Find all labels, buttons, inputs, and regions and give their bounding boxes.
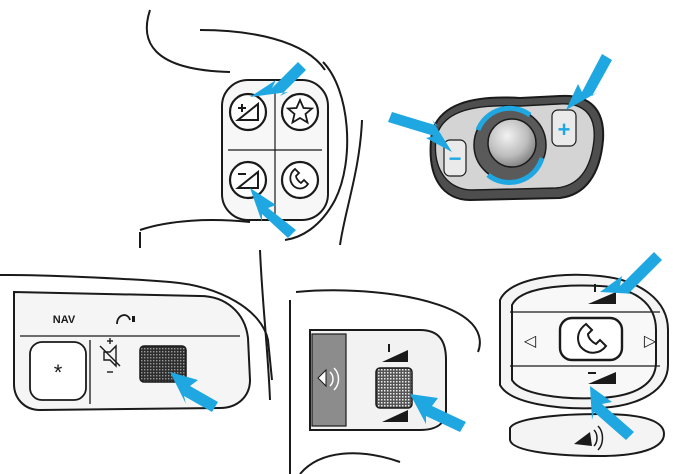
panel-bottom-right <box>499 273 669 458</box>
left-label: ◁ <box>524 333 537 350</box>
plus-label: + <box>558 117 571 142</box>
nav-label: NAV <box>53 314 76 326</box>
volume-up-button[interactable] <box>588 284 616 304</box>
seek-left-button[interactable]: ◁ <box>524 333 537 350</box>
wheel-outline <box>145 9 231 73</box>
phone-button[interactable] <box>280 160 320 200</box>
arrow-pointer <box>388 112 452 152</box>
minus-label: − <box>449 146 462 171</box>
voice-command-icon <box>574 425 604 451</box>
wheel-outline <box>339 119 363 246</box>
volume-up-icon <box>235 101 259 121</box>
voice-command-button[interactable] <box>311 333 347 427</box>
mute-button[interactable] <box>99 338 121 373</box>
arrow-pointer <box>250 62 306 97</box>
arrow-pointer <box>566 54 612 110</box>
arrow-pointer <box>410 394 466 432</box>
volume-roller[interactable] <box>139 345 187 383</box>
arrow-pointer <box>170 372 218 412</box>
wheel-outline <box>259 249 271 401</box>
phone-icon <box>577 322 608 354</box>
volume-down-button[interactable] <box>588 372 616 384</box>
wheel-outline <box>299 452 401 474</box>
mute-icon <box>99 338 121 373</box>
star-label: * <box>54 360 63 385</box>
favorite-button[interactable] <box>280 92 320 132</box>
arrow-pointer <box>590 386 634 440</box>
voice-button[interactable] <box>116 314 135 325</box>
star-icon <box>285 97 315 125</box>
seek-right-button[interactable]: ▷ <box>644 333 657 350</box>
volume-down-icon <box>382 410 408 422</box>
wheel-outline <box>199 29 326 71</box>
right-label: ▷ <box>644 333 657 350</box>
volume-up-icon <box>588 284 616 304</box>
volume-roller[interactable] <box>375 344 413 422</box>
wheel-outline <box>295 289 481 353</box>
rocker-plus-button[interactable]: + <box>551 109 577 147</box>
voice-icon <box>317 367 340 391</box>
rotary-knob[interactable] <box>487 118 537 168</box>
star-button[interactable]: * <box>29 341 87 401</box>
volume-down-icon <box>588 372 616 384</box>
rocker-minus-button[interactable]: − <box>443 139 467 177</box>
voice-icon <box>116 314 131 325</box>
arrow-pointer <box>250 188 296 238</box>
phone-icon <box>289 167 310 190</box>
volume-down-button[interactable] <box>228 160 268 200</box>
wheel-outline <box>139 219 251 231</box>
nav-button[interactable]: NAV <box>24 302 124 332</box>
phone-button[interactable] <box>558 316 624 362</box>
volume-up-button[interactable] <box>228 92 268 132</box>
arrow-pointer <box>600 252 662 294</box>
volume-down-icon <box>235 169 259 189</box>
wheel-outline <box>0 274 273 381</box>
volume-up-icon <box>382 344 408 362</box>
wheel-outline <box>284 61 349 241</box>
voice-command-button[interactable] <box>574 425 604 451</box>
